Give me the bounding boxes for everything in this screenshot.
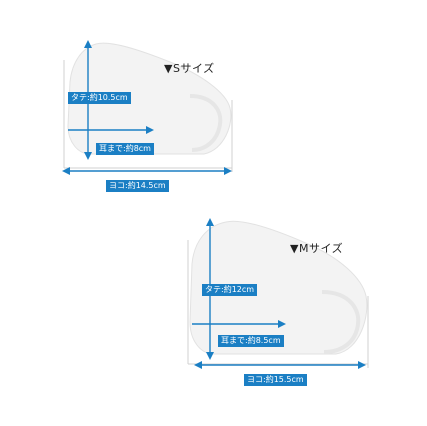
ear-loop	[321, 290, 361, 354]
size-m-mask-diagram	[187, 218, 369, 369]
size-s-height-label: タテ:約10.5cm	[68, 92, 131, 104]
size-s-panel: ▼Sサイズ タテ:約10.5cm 耳まで:約8cm ヨコ:約14.5cm	[0, 0, 427, 210]
ear-loop	[189, 94, 223, 152]
size-s-mask-diagram	[62, 40, 233, 175]
size-s-title: ▼Sサイズ	[164, 62, 215, 75]
size-s-width-label: ヨコ:約14.5cm	[106, 180, 169, 192]
mask-shape	[189, 220, 368, 355]
size-m-height-label: タテ:約12cm	[202, 284, 258, 296]
size-m-ear-label: 耳まで:約8.5cm	[218, 335, 284, 347]
size-m-panel: ▼Mサイズ タテ:約12cm 耳まで:約8.5cm ヨコ:約15.5cm	[0, 200, 427, 426]
size-s-ear-label: 耳まで:約8cm	[96, 143, 154, 155]
size-m-title: ▼Mサイズ	[290, 242, 344, 255]
size-m-width-label: ヨコ:約15.5cm	[244, 374, 307, 386]
mask-shape	[67, 42, 232, 155]
